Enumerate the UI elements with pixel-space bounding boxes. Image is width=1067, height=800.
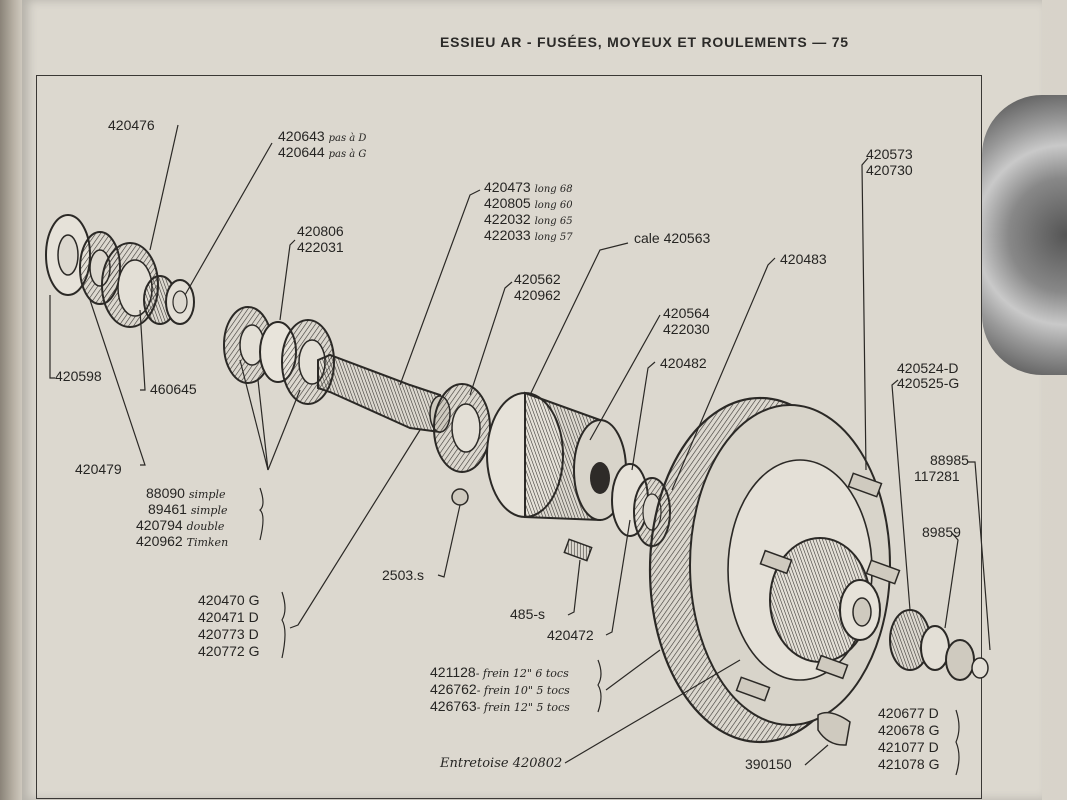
- label-2503s: 2503.s: [382, 567, 425, 583]
- label-420482: 420482: [660, 355, 707, 371]
- label-420643: 420643 pas à D: [278, 129, 366, 146]
- label-420678-g: 420678 G: [878, 722, 940, 738]
- part-number: 420962: [136, 533, 183, 549]
- label-420473: 420473 long 68: [484, 180, 573, 197]
- part-number: 420794: [136, 517, 183, 533]
- label-420470-g: 420470 G: [198, 592, 260, 608]
- part-number: 89461: [148, 501, 187, 517]
- label-421077-d: 421077 D: [878, 739, 939, 755]
- label-422032: 422032 long 65: [484, 212, 573, 229]
- part-number: 426762: [430, 681, 477, 697]
- label-422031: 422031: [297, 239, 344, 255]
- label-390150: 390150: [745, 756, 792, 772]
- label-420794: 420794 double: [136, 518, 224, 534]
- part-number: 420644: [278, 144, 325, 160]
- label-420962: 420962: [514, 287, 561, 303]
- page-header: ESSIEU AR - FUSÉES, MOYEUX ET ROULEMENTS…: [440, 34, 849, 50]
- hub-cylinder: [486, 391, 627, 522]
- part-note: double: [186, 520, 225, 533]
- part-note: - frein 10" 5 tocs: [476, 684, 570, 697]
- label-420562: 420562: [514, 271, 561, 287]
- label-426762: 426762- frein 10" 5 tocs: [430, 682, 570, 698]
- label-88090: 88090 simple: [146, 486, 226, 502]
- label-420677-d: 420677 D: [878, 705, 939, 721]
- label-420962-timken: 420962 Timken: [136, 534, 228, 550]
- label-420573: 420573: [866, 146, 913, 162]
- label-420598: 420598: [55, 368, 102, 384]
- label-420479: 420479: [75, 461, 122, 477]
- label-420472: 420472: [547, 627, 594, 643]
- hub-nut-and-cap: [817, 609, 989, 746]
- label-460645: 460645: [150, 381, 197, 397]
- label-420564: 420564: [663, 305, 710, 321]
- label-420525-g: 420525-G: [897, 375, 960, 391]
- part-number: 422033: [484, 227, 531, 243]
- part-note: simple: [190, 504, 228, 517]
- bearing-pair: [223, 306, 335, 405]
- part-note: simple: [188, 488, 226, 501]
- diagram-frame: [36, 75, 982, 799]
- label-420524-d: 420524-D: [897, 360, 959, 376]
- label-cale-420563: cale 420563: [634, 230, 711, 246]
- metal-object-edge: [982, 95, 1067, 375]
- label-422033: 422033 long 57: [484, 228, 573, 245]
- label-420644: 420644 pas à G: [278, 145, 366, 162]
- label-420805: 420805 long 60: [484, 196, 573, 213]
- label-420772-g: 420772 G: [198, 643, 260, 659]
- label-420483: 420483: [780, 251, 827, 267]
- label-426763: 426763- frein 12" 5 tocs: [430, 699, 570, 715]
- label-421128: 421128- frein 12" 6 tocs: [430, 665, 569, 681]
- leader-lines: [49, 124, 991, 776]
- label-421078-g: 421078 G: [878, 756, 940, 772]
- label-89461: 89461 simple: [148, 502, 228, 518]
- small-nut: [143, 275, 195, 325]
- part-number: 420473: [484, 179, 531, 195]
- part-number: 422032: [484, 211, 531, 227]
- axle-shaft: [317, 353, 451, 434]
- part-number: 420643: [278, 128, 325, 144]
- part-note: long 60: [534, 200, 573, 211]
- label-420773-d: 420773 D: [198, 626, 259, 642]
- label-88985: 88985: [930, 452, 969, 468]
- part-number: 88090: [146, 485, 185, 501]
- part-note: long 68: [534, 184, 573, 195]
- part-note: - frein 12" 5 tocs: [476, 701, 570, 714]
- part-note: Timken: [186, 536, 229, 549]
- part-number: 421128: [430, 664, 476, 680]
- label-420476: 420476: [108, 117, 155, 133]
- label-485s: 485-s: [510, 606, 546, 622]
- label-420730: 420730: [866, 162, 913, 178]
- part-number: 420805: [484, 195, 531, 211]
- part-note: pas à G: [328, 149, 367, 160]
- part-note: pas à D: [328, 133, 367, 144]
- part-note: long 65: [534, 216, 573, 227]
- part-note: - frein 12" 6 tocs: [475, 667, 569, 680]
- label-117281: 117281: [914, 468, 960, 484]
- part-number: 426763: [430, 698, 477, 714]
- inner-bearing: [433, 383, 491, 473]
- label-420806: 420806: [297, 223, 344, 239]
- label-420471-d: 420471 D: [198, 609, 259, 625]
- brake-drum: [648, 396, 901, 744]
- part-note: long 57: [534, 232, 573, 243]
- label-422030: 422030: [663, 321, 710, 337]
- label-entretoise-420802: Entretoise 420802: [440, 756, 563, 771]
- label-89859: 89859: [922, 524, 961, 540]
